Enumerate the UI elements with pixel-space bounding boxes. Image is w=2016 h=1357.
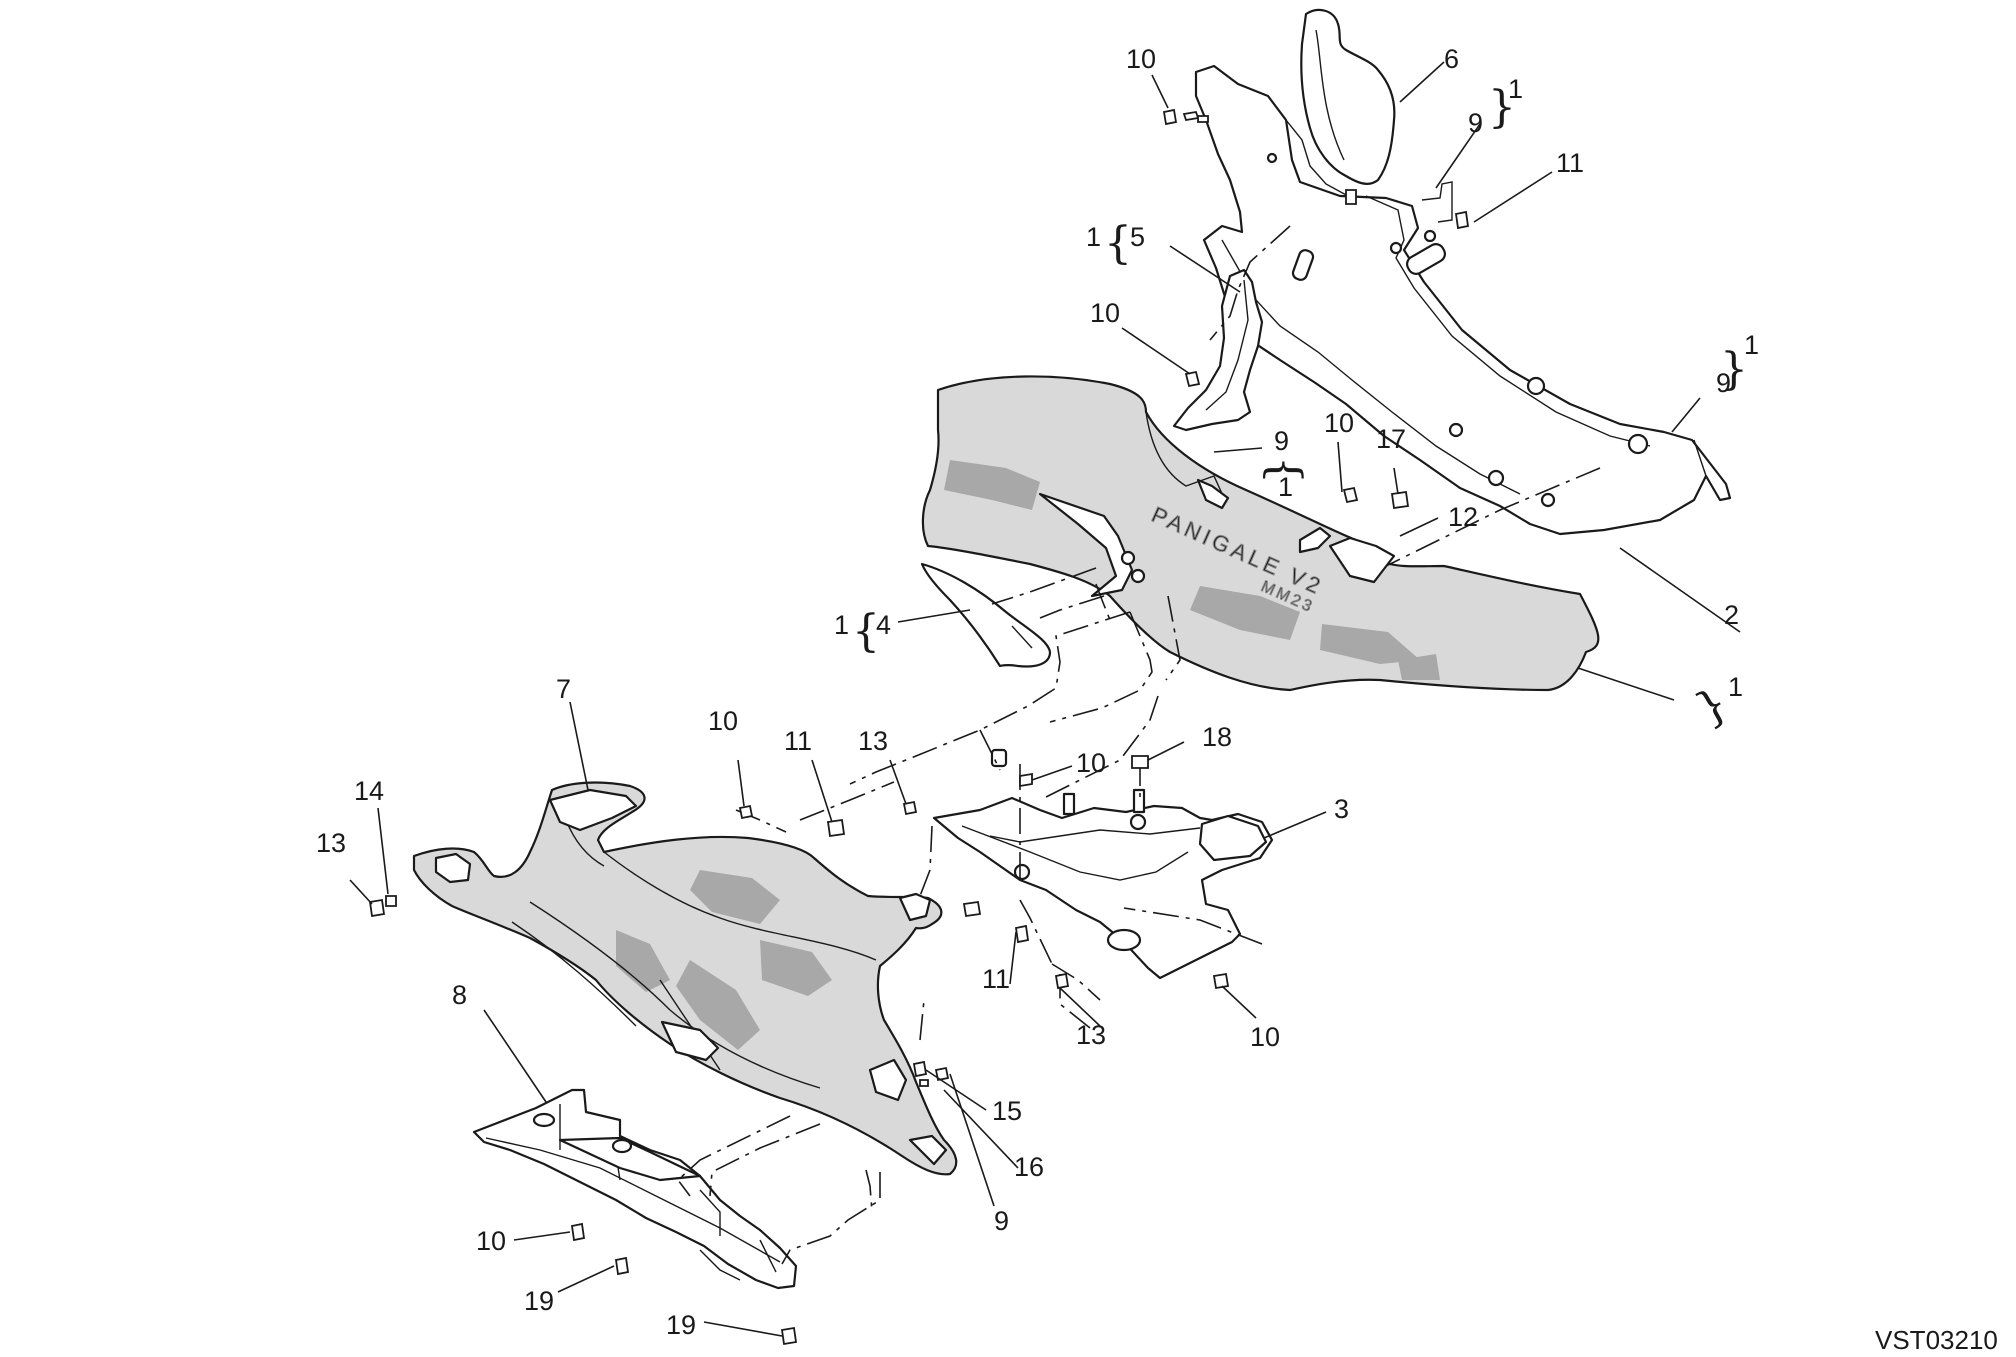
callout-9: 9 xyxy=(994,1206,1009,1236)
callout-13: 13 xyxy=(1076,1020,1106,1050)
svg-text:}: } xyxy=(1488,82,1516,133)
callout-10: 10 xyxy=(1250,1022,1280,1052)
callout-19: 19 xyxy=(666,1310,696,1340)
svg-text:{: { xyxy=(852,606,880,657)
callout-11: 11 xyxy=(1556,148,1584,178)
svg-text:{: { xyxy=(1104,218,1132,269)
callout-9: 9 xyxy=(1468,108,1483,138)
callout-3: 3 xyxy=(1334,794,1349,824)
callout-10: 10 xyxy=(1090,298,1120,328)
callout-2: 2 xyxy=(1724,600,1739,630)
part-8-undertray xyxy=(472,1088,798,1290)
callout-18: 18 xyxy=(1202,722,1232,752)
callout-13: 13 xyxy=(316,828,346,858)
callout-15: 15 xyxy=(992,1096,1022,1126)
callout-10: 10 xyxy=(1324,408,1354,438)
callout-11: 11 xyxy=(982,964,1010,994)
callout-10: 10 xyxy=(476,1226,506,1256)
part-6-inner-cover xyxy=(1300,8,1396,185)
callout-16: 16 xyxy=(1014,1152,1044,1182)
callout-9: 9 xyxy=(1716,368,1731,398)
callout-5: 5 xyxy=(1130,222,1145,252)
callout-1: 1 xyxy=(1508,74,1523,104)
callout-10: 10 xyxy=(708,706,738,736)
callout-17: 17 xyxy=(1376,424,1406,454)
callout-1: 1 xyxy=(1728,672,1743,702)
part-5-bracket xyxy=(1172,268,1264,432)
callout-9: 9 xyxy=(1274,426,1289,456)
callout-6: 6 xyxy=(1444,44,1459,74)
callout-8: 8 xyxy=(452,980,467,1010)
callout-7: 7 xyxy=(556,674,571,704)
callout-10: 10 xyxy=(1126,44,1156,74)
callout-13: 13 xyxy=(858,726,888,756)
part-1-upper-fairing xyxy=(921,375,1600,692)
callout-12: 12 xyxy=(1448,502,1478,532)
callout-1: 1 xyxy=(1086,222,1101,252)
callout-10: 10 xyxy=(1076,748,1106,778)
callout-1: 1 xyxy=(834,610,849,640)
callout-1: 1 xyxy=(1744,330,1759,360)
svg-text:{: { xyxy=(1259,456,1310,484)
callout-14: 14 xyxy=(354,776,384,806)
leader-lines xyxy=(349,61,1741,1337)
callout-11: 11 xyxy=(784,726,812,756)
callout-4: 4 xyxy=(876,610,891,640)
part-4-side-panel xyxy=(920,562,1052,668)
drawing-code: VST03210 xyxy=(1875,1325,1998,1355)
fastener-group xyxy=(368,108,1470,1346)
callout-1: 1 xyxy=(1278,472,1293,502)
callout-19: 19 xyxy=(524,1286,554,1316)
svg-text:}: } xyxy=(1720,344,1748,395)
part-3-inner-bracket xyxy=(932,796,1274,980)
